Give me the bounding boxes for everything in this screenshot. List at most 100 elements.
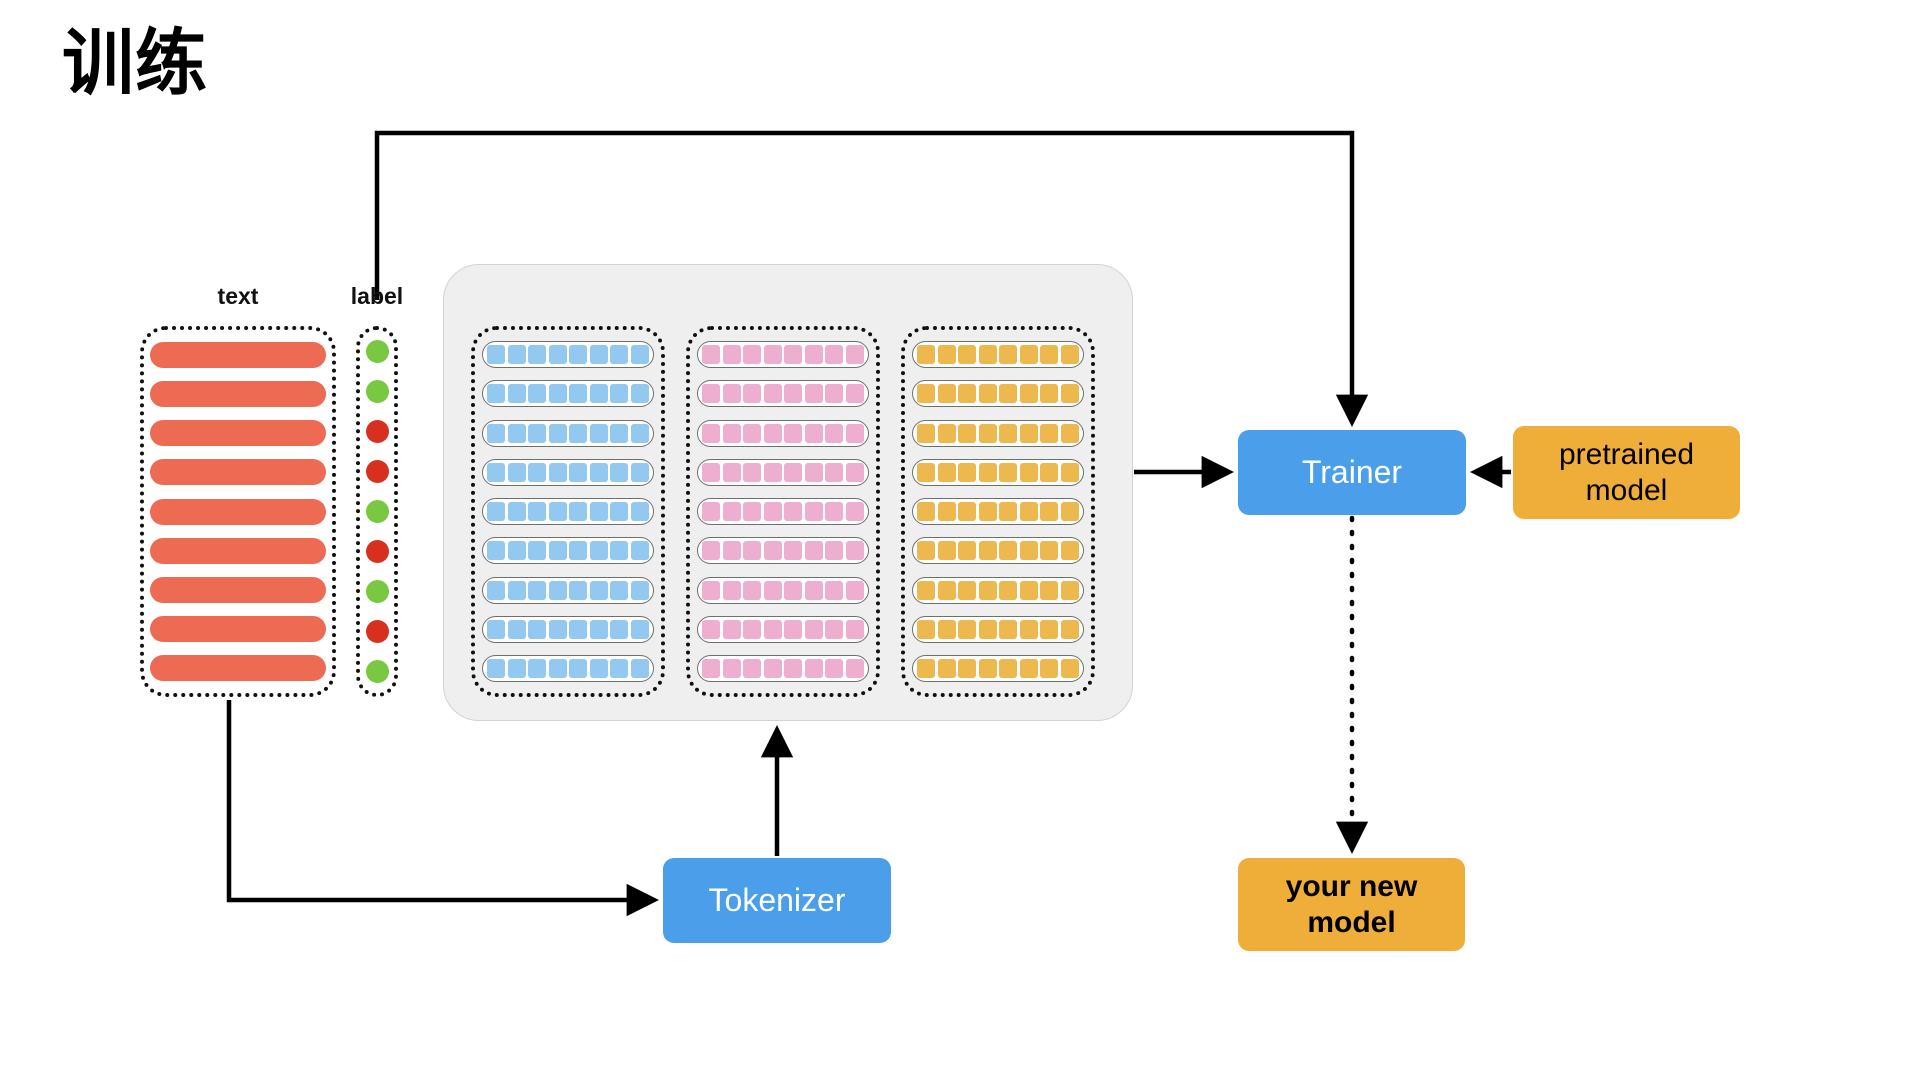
- text-row: [150, 381, 326, 408]
- token-cell: [1040, 423, 1059, 443]
- new-model-node[interactable]: your new model: [1238, 858, 1465, 951]
- token-cell: [999, 384, 1018, 404]
- token-cell: [743, 384, 762, 404]
- token-type-ids-row: [697, 576, 869, 604]
- token-cell: [630, 462, 649, 482]
- input-ids-row: [482, 458, 654, 486]
- token-cell: [845, 619, 864, 639]
- token-cell: [1019, 462, 1038, 482]
- token-cell: [528, 659, 547, 678]
- token-cell: [978, 345, 997, 364]
- token-cell: [825, 384, 844, 404]
- token-cell: [917, 580, 935, 600]
- label-dot: [365, 460, 389, 483]
- token-cell: [784, 423, 803, 443]
- input-ids-row: [482, 341, 654, 368]
- pretrained-model-node[interactable]: pretrained model: [1513, 426, 1740, 519]
- new-model-line2: model: [1307, 905, 1396, 939]
- token-cell: [784, 580, 803, 600]
- token-cell: [589, 345, 608, 364]
- pretrained-model-line1: pretrained: [1558, 438, 1695, 472]
- token-cell: [569, 580, 588, 600]
- token-cell: [528, 619, 547, 639]
- token-cell: [917, 502, 935, 521]
- token-cell: [804, 619, 823, 639]
- token-cell: [487, 659, 505, 678]
- token-cell: [610, 502, 629, 521]
- token-cell: [1060, 659, 1079, 678]
- new-model-line1: your new: [1285, 870, 1418, 904]
- token-cell: [1060, 423, 1079, 443]
- token-cell: [784, 619, 803, 639]
- input-ids-row: [482, 380, 654, 408]
- token-cell: [569, 659, 588, 678]
- token-cell: [507, 659, 526, 678]
- token-cell: [548, 502, 567, 521]
- token-cell: [804, 462, 823, 482]
- token-cell: [845, 580, 864, 600]
- token-cell: [630, 423, 649, 443]
- token-cell: [1040, 619, 1059, 639]
- token-type-ids-row: [697, 380, 869, 408]
- token-cell: [610, 384, 629, 404]
- token-cell: [1019, 619, 1038, 639]
- token-cell: [528, 345, 547, 364]
- token-cell: [702, 659, 720, 678]
- input-ids-row: [482, 537, 654, 565]
- label-dot: [365, 500, 389, 523]
- token-cell: [937, 345, 956, 364]
- token-cell: [1019, 580, 1038, 600]
- token-cell: [937, 423, 956, 443]
- token-cell: [548, 462, 567, 482]
- token-cell: [487, 345, 505, 364]
- token-cell: [804, 502, 823, 521]
- token-cell: [1019, 345, 1038, 364]
- token-cell: [702, 580, 720, 600]
- token-cell: [1060, 619, 1079, 639]
- token-cell: [845, 659, 864, 678]
- token-cell: [630, 580, 649, 600]
- token-cell: [999, 423, 1018, 443]
- token-cell: [958, 462, 977, 482]
- token-cell: [610, 541, 629, 561]
- token-cell: [569, 619, 588, 639]
- token-cell: [845, 502, 864, 521]
- token-cell: [1040, 541, 1059, 561]
- tokenizer-node[interactable]: Tokenizer: [663, 858, 891, 943]
- token-cell: [937, 619, 956, 639]
- token-cell: [722, 462, 741, 482]
- token-cell: [999, 659, 1018, 678]
- token-cell: [763, 502, 782, 521]
- token-cell: [937, 462, 956, 482]
- token-cell: [702, 384, 720, 404]
- label-dot: [365, 420, 389, 443]
- input-ids-row: [482, 655, 654, 682]
- caption-label: label: [350, 283, 404, 309]
- token-cell: [825, 619, 844, 639]
- token-cell: [722, 345, 741, 364]
- token-cell: [548, 423, 567, 443]
- token-cell: [569, 462, 588, 482]
- token-type-ids-row: [697, 458, 869, 486]
- token-cell: [722, 502, 741, 521]
- token-cell: [1060, 541, 1079, 561]
- text-column-group: [140, 326, 336, 697]
- token-cell: [743, 345, 762, 364]
- text-row: [150, 576, 326, 603]
- token-cell: [804, 580, 823, 600]
- token-cell: [589, 462, 608, 482]
- token-cell: [917, 462, 935, 482]
- token-cell: [763, 541, 782, 561]
- token-cell: [825, 423, 844, 443]
- trainer-node[interactable]: Trainer: [1238, 430, 1466, 515]
- token-cell: [1040, 502, 1059, 521]
- token-cell: [722, 384, 741, 404]
- token-cell: [507, 462, 526, 482]
- token-cell: [958, 345, 977, 364]
- token-cell: [630, 502, 649, 521]
- token-cell: [917, 423, 935, 443]
- token-cell: [630, 541, 649, 561]
- token-cell: [978, 384, 997, 404]
- attention-mask-row: [912, 419, 1084, 447]
